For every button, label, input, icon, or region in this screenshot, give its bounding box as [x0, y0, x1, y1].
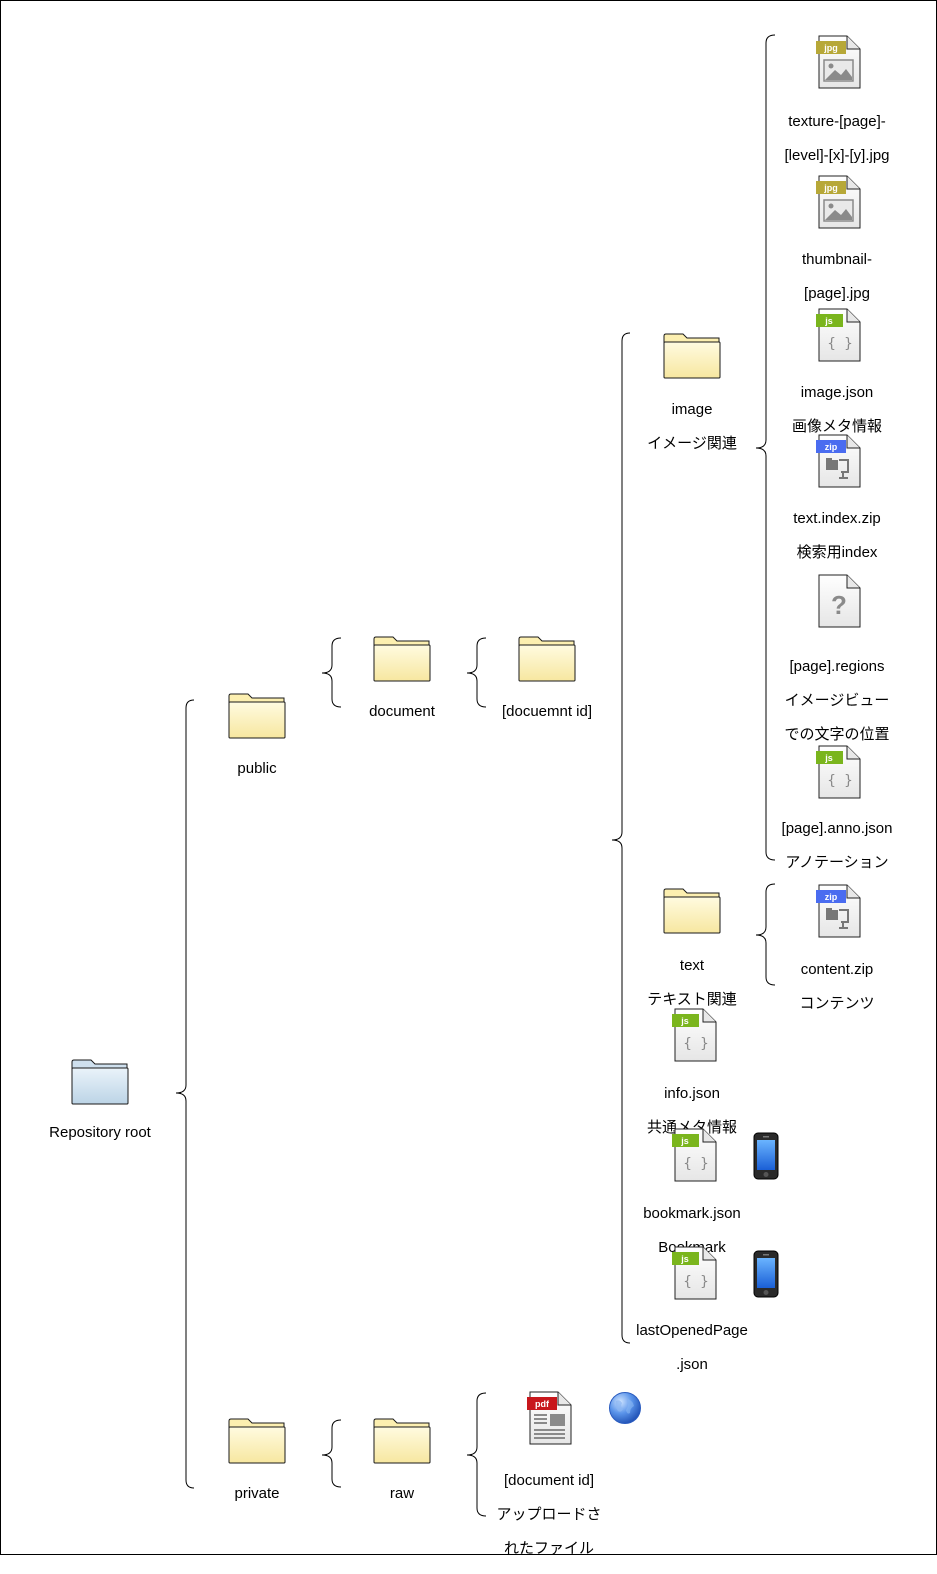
thumbnail-jpg-line2: [page].jpg — [804, 285, 870, 302]
regions-name: [page].regions — [789, 658, 885, 675]
image-dir-desc: イメージ関連 — [647, 435, 737, 452]
svg-text:{ }: { } — [683, 1274, 708, 1290]
text-index-zip-desc: 検索用index — [796, 544, 878, 561]
last-opened-json-ext: .json — [676, 1356, 708, 1373]
anno-json-desc-1: アノテーション — [785, 854, 889, 871]
json-file-icon: js { } — [672, 1008, 717, 1062]
text-index-zip-name: text.index.zip — [793, 510, 881, 527]
bookmark-json-name: bookmark.json — [643, 1205, 741, 1222]
info-json-name: info.json — [664, 1085, 720, 1102]
badge-text: zip — [825, 442, 838, 452]
globe-icon — [609, 1392, 641, 1424]
badge-text: js — [824, 753, 833, 763]
document-label: document — [369, 703, 435, 720]
anno-json-name: [page].anno.json — [781, 820, 893, 837]
brace-public — [321, 637, 342, 708]
regions-desc-1: イメージビュー — [784, 692, 890, 709]
badge-text: js — [824, 316, 833, 326]
content-zip-desc: コンテンツ — [799, 995, 875, 1012]
brace-document-id — [611, 332, 631, 1344]
repo-root-label: Repository root — [49, 1124, 151, 1141]
folder-icon — [663, 333, 721, 379]
texture-jpg-line2: [level]-[x]-[y].jpg — [784, 147, 890, 164]
brace-root — [175, 699, 195, 1489]
brace-image-dir — [755, 34, 776, 861]
content-zip-name: content.zip — [800, 961, 874, 978]
json-file-icon: js { } — [816, 745, 861, 799]
pdf-file-icon: pdf — [527, 1391, 572, 1445]
jpg-file-icon: jpg — [816, 175, 861, 229]
badge-text: jpg — [823, 43, 838, 53]
json-file-icon: js { } — [672, 1246, 717, 1300]
folder-icon — [228, 693, 286, 739]
folder-icon — [663, 888, 721, 934]
repository-folder-icon — [71, 1059, 129, 1105]
brace-raw — [466, 1392, 487, 1517]
image-json-desc: 画像メタ情報 — [791, 418, 882, 435]
document-id-label: [docuemnt id] — [501, 703, 593, 720]
badge-text: pdf — [535, 1399, 550, 1409]
brace-document — [466, 637, 487, 708]
svg-text:{ }: { } — [683, 1036, 708, 1052]
svg-text:{ }: { } — [683, 1156, 708, 1172]
folder-icon — [518, 636, 576, 682]
folder-icon — [373, 1418, 431, 1464]
json-file-icon: js { } — [816, 308, 861, 362]
json-file-icon: js { } — [672, 1128, 717, 1182]
image-dir-name: image — [671, 401, 713, 418]
folder-icon — [373, 636, 431, 682]
brace-private — [321, 1419, 342, 1488]
private-label: private — [234, 1485, 280, 1502]
uploaded-pdf-name: [document id] — [503, 1472, 595, 1489]
uploaded-pdf-desc-1: アップロードさ — [496, 1506, 602, 1523]
svg-text:{ }: { } — [827, 773, 852, 789]
smartphone-icon — [753, 1250, 779, 1298]
smartphone-icon — [753, 1132, 779, 1180]
brace-text-dir — [755, 883, 776, 986]
badge-text: zip — [825, 892, 838, 902]
info-json-desc: 共通メタ情報 — [646, 1119, 737, 1136]
last-opened-json-name: lastOpenedPage — [636, 1322, 748, 1339]
badge-text: js — [680, 1254, 689, 1264]
text-dir-name: text — [679, 957, 705, 974]
svg-text:{ }: { } — [827, 336, 852, 352]
jpg-file-icon: jpg — [816, 35, 861, 89]
unknown-file-icon: ? — [818, 574, 861, 628]
texture-jpg-line1: texture-[page]- — [788, 113, 886, 130]
raw-label: raw — [389, 1485, 415, 1502]
svg-text:?: ? — [831, 590, 847, 620]
text-dir-desc: テキスト関連 — [647, 991, 737, 1008]
badge-text: js — [680, 1016, 689, 1026]
badge-text: jpg — [823, 183, 838, 193]
uploaded-pdf-desc-2: れたファイル — [503, 1540, 594, 1557]
thumbnail-jpg-line1: thumbnail- — [801, 251, 873, 268]
image-json-name: image.json — [800, 384, 874, 401]
regions-desc-2: での文字の位置 — [784, 726, 890, 743]
zip-file-icon: zip — [816, 884, 861, 938]
badge-text: js — [680, 1136, 689, 1146]
zip-file-icon: zip — [816, 434, 861, 488]
folder-icon — [228, 1418, 286, 1464]
public-label: public — [237, 760, 277, 777]
